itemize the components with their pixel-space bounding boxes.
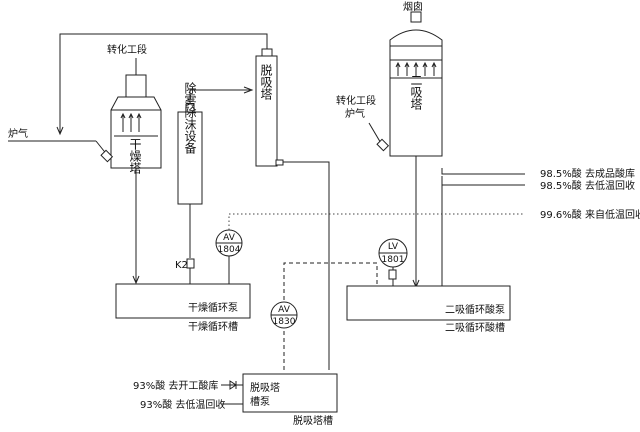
acid-98-5-product-label: 98.5%酸 去成品酸库 bbox=[540, 167, 635, 180]
svg-text:1801: 1801 bbox=[382, 255, 405, 265]
drying-tower: 干燥塔 bbox=[110, 74, 162, 175]
pipe-desorb-bottom bbox=[283, 161, 330, 370]
desorption-tower: 脱吸塔 bbox=[255, 48, 284, 167]
desorption-tank: 脱吸塔 槽泵 bbox=[242, 373, 338, 413]
pipe-top-loop bbox=[59, 33, 268, 133]
lv1801-instrument: LV 1801 bbox=[378, 238, 408, 268]
svg-text:1830: 1830 bbox=[273, 317, 296, 327]
conversion-section-left-label: 转化工段 bbox=[107, 43, 147, 56]
svg-text:LV: LV bbox=[388, 242, 399, 252]
av1804-instrument: AV 1804 bbox=[215, 229, 243, 257]
desorb-tank-pump-label-2: 槽泵 bbox=[250, 395, 270, 408]
desorb-tank-pump-label-1: 脱吸塔 bbox=[250, 381, 280, 394]
acid-98-5-low-temp-label: 98.5%酸 去低温回收 bbox=[540, 179, 635, 192]
drying-tower-label: 干燥塔 bbox=[128, 138, 142, 175]
drying-tower-top-nozzle bbox=[125, 74, 147, 98]
second-abs-pump-label: 二吸循环酸泵 bbox=[445, 303, 505, 316]
desorption-tower-label: 脱吸塔 bbox=[259, 63, 273, 101]
secondary-tower-packing-arrows bbox=[395, 61, 437, 76]
secondary-absorption-circulation-tank: 二吸循环酸泵 bbox=[346, 285, 511, 321]
furnace-gas-left-label: 炉气 bbox=[8, 127, 28, 140]
valve-k2 bbox=[186, 258, 195, 269]
valve-k2-label: K2 bbox=[175, 260, 188, 271]
svg-text:AV: AV bbox=[223, 233, 236, 243]
svg-text:1804: 1804 bbox=[218, 245, 241, 255]
acid-93-low-temp-label: 93%酸 去低温回收 bbox=[140, 398, 225, 411]
mist-eliminator-label: 除雾除沫设备 bbox=[183, 81, 197, 155]
desorb-tank-label: 脱吸塔槽 bbox=[293, 414, 333, 427]
furnace-gas-right-label: 炉气 bbox=[345, 107, 365, 120]
acid-93-store-label: 93%酸 去开工酸库 bbox=[133, 379, 218, 392]
drying-circ-pump-label: 干燥循环泵 bbox=[188, 301, 238, 314]
conversion-section-right-label: 转化工段 bbox=[336, 94, 376, 107]
drying-tower-packing-arrows bbox=[120, 112, 142, 132]
acid-99-6-label: 99.6%酸 来自低温回收 bbox=[540, 208, 640, 221]
chimney-label: 烟囱 bbox=[403, 0, 423, 13]
valve-secondary-tank bbox=[388, 269, 397, 280]
second-abs-tank-label: 二吸循环酸槽 bbox=[445, 321, 505, 334]
pipe-99-6-acid bbox=[228, 213, 525, 230]
secondary-absorption-tower: 二吸塔 bbox=[389, 11, 443, 157]
drying-circ-tank-label: 干燥循环槽 bbox=[188, 320, 238, 333]
secondary-tower-label: 二吸塔 bbox=[409, 74, 423, 111]
av1830-instrument: AV 1830 bbox=[270, 301, 298, 329]
mist-eliminator: 除雾除沫设备 bbox=[177, 81, 203, 205]
drying-circulation-tank: 干燥循环泵 bbox=[115, 283, 251, 319]
svg-text:AV: AV bbox=[278, 305, 291, 315]
